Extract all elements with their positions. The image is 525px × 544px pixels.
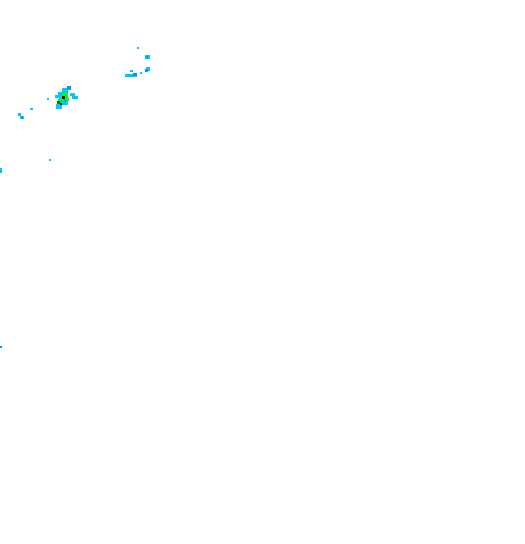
echo-cluster-northeast — [125, 47, 150, 77]
echo-pixel — [65, 98, 69, 101]
echo-pixel — [137, 47, 139, 49]
echo-pixel — [67, 86, 71, 90]
echo-pixel — [125, 74, 137, 77]
echo-pixel — [0, 168, 2, 173]
storm-cell-main — [55, 86, 78, 109]
echo-pixel — [60, 103, 62, 105]
echo-cluster-west — [0, 98, 51, 348]
echo-pixel — [64, 100, 66, 102]
echo-pixel — [55, 95, 63, 98]
echo-pixel — [47, 98, 49, 100]
echo-pixel — [72, 96, 78, 99]
echo-pixel — [133, 73, 137, 76]
echo-pixel — [146, 56, 148, 58]
echo-pixel — [58, 99, 68, 105]
echo-pixel — [21, 117, 23, 119]
echo-pixel — [145, 69, 148, 72]
echo-pixel — [62, 96, 65, 99]
echo-pixel — [62, 88, 68, 93]
echo-pixel — [30, 108, 33, 110]
echo-pixel — [130, 70, 133, 72]
echo-pixel — [0, 346, 2, 348]
echo-pixel — [140, 72, 142, 74]
echo-pixel — [56, 104, 62, 109]
echo-pixel — [18, 113, 21, 116]
echo-pixel — [70, 93, 75, 96]
echo-pixel — [57, 101, 60, 104]
echo-pixel — [58, 92, 64, 96]
echo-pixel — [49, 159, 51, 161]
echo-pixel — [59, 97, 64, 101]
